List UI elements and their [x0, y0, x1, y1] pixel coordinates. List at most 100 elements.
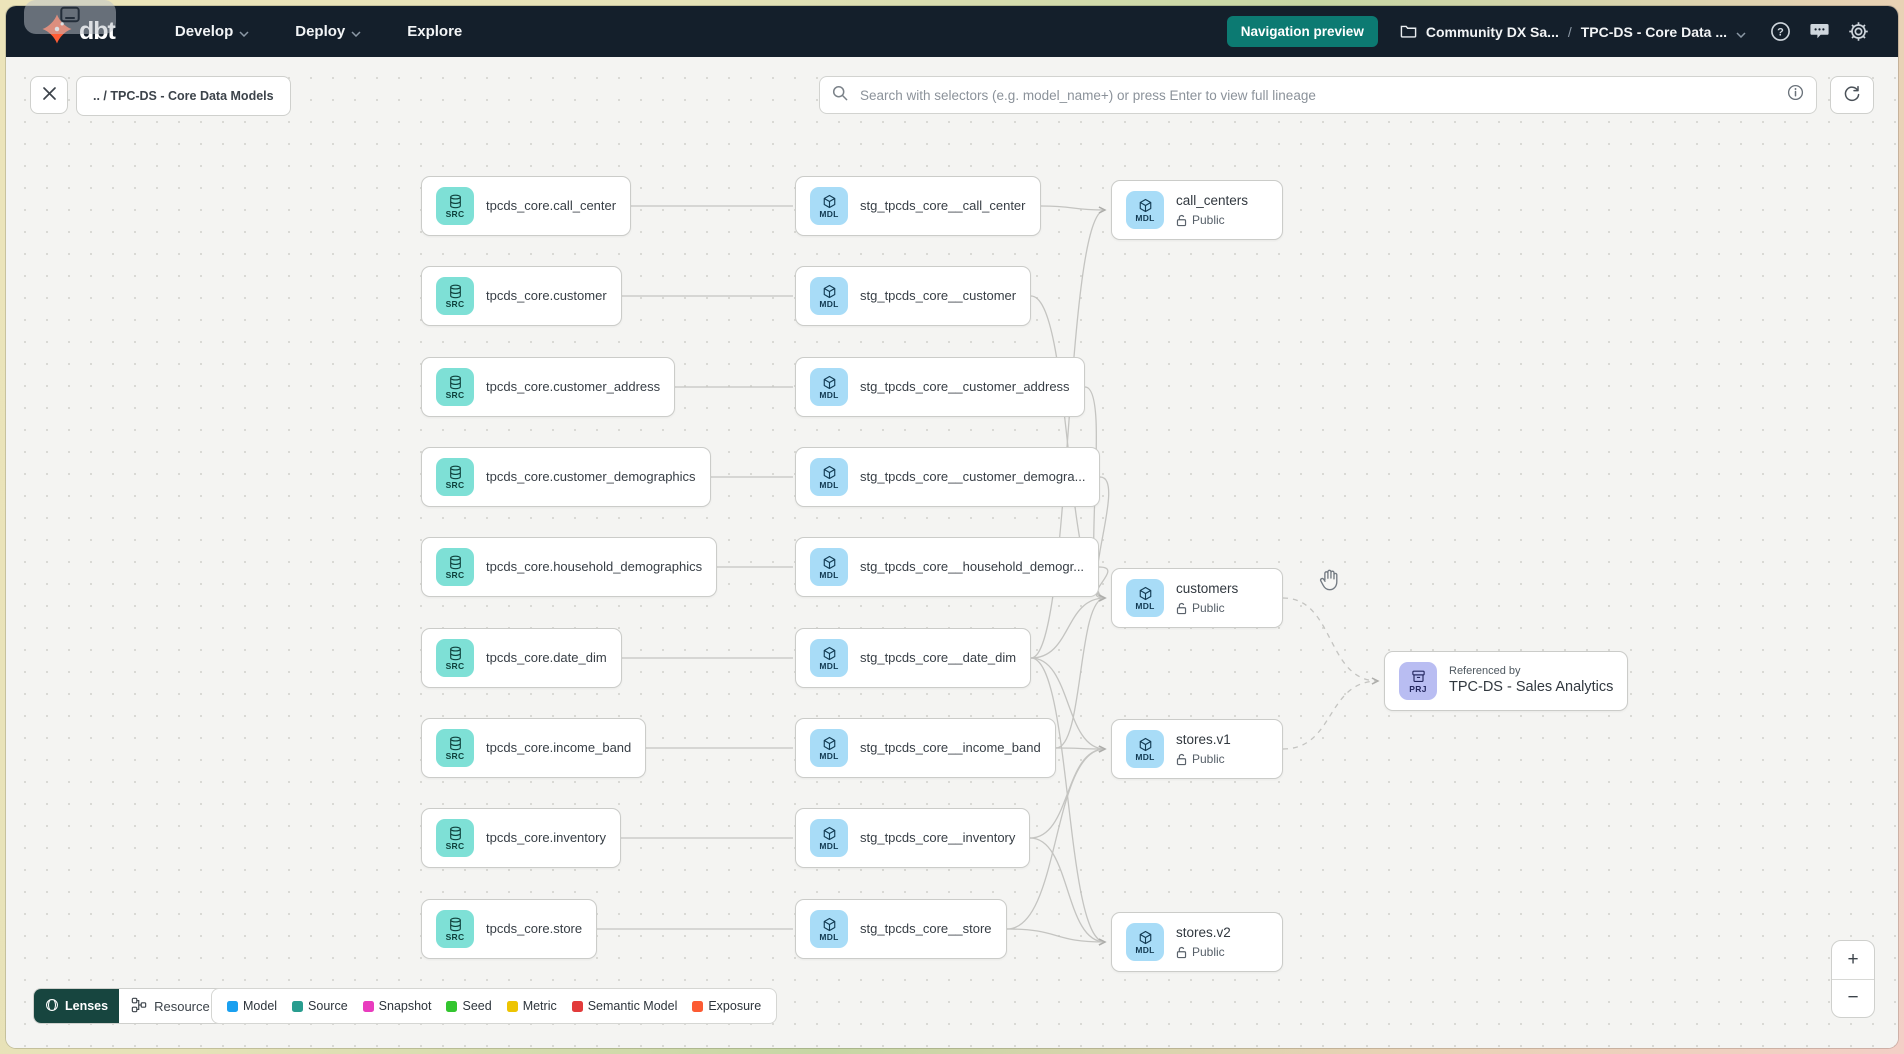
model-cube-icon [823, 917, 835, 931]
navigation-preview-button[interactable]: Navigation preview [1226, 16, 1378, 47]
node-label: stg_tpcds_core__date_dim [860, 650, 1017, 666]
node-badge-mdl: MDL [810, 910, 848, 948]
nav-item-deploy[interactable]: Deploy [295, 22, 361, 41]
node-badge-mdl: MDL [1126, 923, 1164, 961]
node-badge-mdl: MDL [810, 639, 848, 677]
folder-icon [1400, 23, 1417, 41]
hand-cursor [1317, 567, 1344, 599]
legend-item-source: Source [292, 999, 348, 1013]
model-cube-icon [1139, 198, 1151, 212]
node-label: tpcds_core.household_demographics [486, 559, 703, 575]
unlock-icon [1176, 214, 1187, 226]
model-cube-icon [823, 284, 835, 298]
node-label: stg_tpcds_core__store [860, 921, 992, 937]
breadcrumb-item[interactable]: TPC-DS - Core Data ... [1580, 23, 1727, 40]
node-badge-mdl: MDL [1126, 730, 1164, 768]
lineage-edge [1030, 657, 1105, 749]
lineage-node-src-income-band[interactable]: SRC tpcds_core.income_band [421, 718, 647, 778]
node-badge-src: SRC [436, 639, 474, 677]
model-cube-icon [1139, 737, 1151, 751]
node-label: stg_tpcds_core__customer_demogra... [860, 469, 1086, 485]
lineage-edge [1055, 598, 1105, 749]
zoom-out-button[interactable]: − [1832, 980, 1874, 1018]
database-icon [449, 646, 461, 661]
node-badge-src: SRC [436, 910, 474, 948]
lineage-node-stg-date-dim[interactable]: MDL stg_tpcds_core__date_dim [795, 628, 1032, 688]
zoom-in-button[interactable]: + [1832, 941, 1874, 980]
help-icon[interactable]: ? [1768, 20, 1792, 44]
zoom-control: + − [1831, 940, 1875, 1018]
model-cube-icon [823, 826, 835, 840]
lineage-node-stg-customer-demographics[interactable]: MDL stg_tpcds_core__customer_demogra... [795, 447, 1101, 507]
lenses-icon [45, 998, 59, 1015]
node-label: TPC-DS - Sales Analytics [1449, 679, 1614, 696]
node-badge-mdl: MDL [810, 819, 848, 857]
node-access-label: Public [1192, 213, 1225, 228]
lineage-node-src-date-dim[interactable]: SRC tpcds_core.date_dim [421, 628, 622, 688]
breadcrumb: Community DX Sa... / TPC-DS - Core Data … [1400, 23, 1746, 41]
lenses-label: Lenses [65, 999, 109, 1013]
legend-item-snapshot: Snapshot [362, 999, 431, 1013]
node-label: stores.v2 [1176, 924, 1231, 940]
close-lineage-button[interactable] [30, 76, 68, 114]
info-icon[interactable] [1787, 84, 1804, 106]
nav-item-develop[interactable]: Develop [175, 22, 249, 41]
node-badge-src: SRC [436, 729, 474, 767]
node-label: stg_tpcds_core__customer_address [860, 379, 1070, 395]
lineage-edge [1029, 837, 1105, 942]
lineage-edge [1095, 476, 1110, 598]
legend-item-semantic-model: Semantic Model [571, 999, 677, 1013]
lineage-edge [1006, 928, 1105, 942]
nav-item-explore[interactable]: Explore [407, 23, 463, 40]
lineage-breadcrumb-pill[interactable]: .. / TPC-DS - Core Data Models [76, 76, 291, 116]
database-icon [449, 917, 461, 932]
node-label: stg_tpcds_core__household_demogr... [860, 559, 1085, 575]
feedback-chat-icon[interactable] [1807, 20, 1831, 44]
legend-color-swatch [292, 1000, 304, 1012]
node-badge-mdl: MDL [1126, 579, 1164, 617]
lineage-edge [1282, 681, 1378, 750]
search-input[interactable] [858, 86, 1777, 104]
node-badge-src: SRC [436, 458, 474, 496]
chevron-down-icon [239, 24, 249, 41]
model-cube-icon [823, 736, 835, 750]
settings-gear-icon[interactable] [1846, 20, 1870, 44]
lenses-button[interactable]: Lenses [34, 989, 120, 1023]
node-label: tpcds_core.date_dim [486, 650, 607, 666]
lineage-edge [1006, 749, 1105, 930]
node-badge-mdl: MDL [810, 458, 848, 496]
resource-type-icon [131, 997, 147, 1016]
legend-color-swatch [227, 1000, 238, 1012]
node-badge-prj: PRJ [1399, 662, 1437, 700]
node-label: tpcds_core.income_band [486, 740, 632, 756]
node-badge-src: SRC [436, 187, 474, 225]
edge-layer [597, 205, 1898, 1048]
node-label: customers [1176, 580, 1239, 596]
breadcrumb-project[interactable]: Community DX Sa... [1425, 23, 1559, 40]
chevron-down-icon[interactable] [1736, 25, 1746, 41]
lineage-node-stg-store[interactable]: MDL stg_tpcds_core__store [795, 899, 1007, 959]
refresh-lineage-button[interactable] [1830, 76, 1874, 114]
node-label: stg_tpcds_core__call_center [860, 198, 1026, 214]
database-icon [449, 826, 461, 841]
dbt-explorer-app: dbt Develop Deploy Explore Navigation pr… [6, 6, 1898, 1048]
